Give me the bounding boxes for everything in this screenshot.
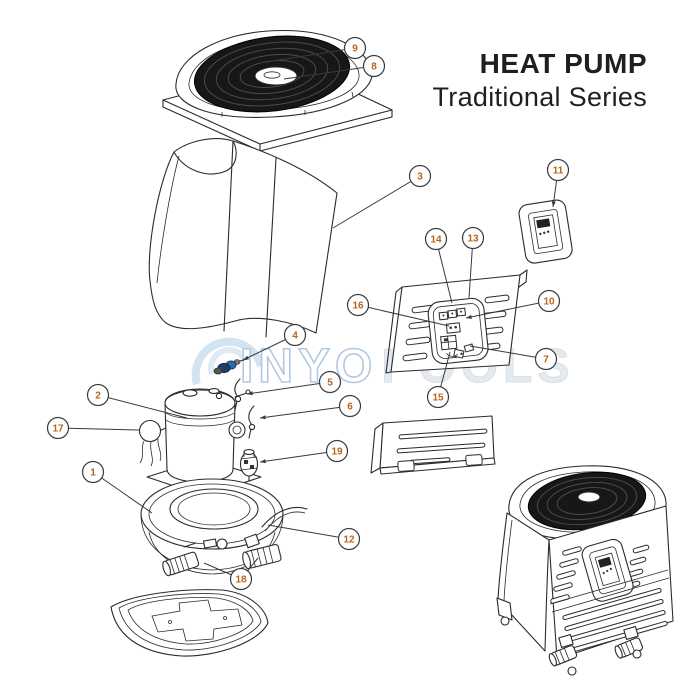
watermark-swirl-icon (191, 337, 265, 386)
callout-arrow-10 (466, 314, 472, 319)
callout-number-2: 2 (95, 391, 101, 402)
callout-number-1: 1 (90, 468, 96, 479)
base-pan-recess (151, 599, 243, 642)
callout-leader-12 (267, 524, 350, 540)
callout-leader-10 (465, 300, 550, 319)
callout-arrow-11 (551, 201, 556, 207)
contactor (445, 322, 461, 334)
callout-arrow-19 (260, 459, 266, 464)
callout-arrow-4 (243, 355, 249, 360)
unit-roller-left (567, 666, 577, 676)
part-6-tube (248, 405, 256, 439)
callout-arrow-5 (247, 391, 253, 396)
part-12-pipe (261, 506, 308, 528)
unit-keypad (581, 538, 634, 602)
watermark-swirl-icon-inner (207, 347, 249, 375)
callout-number-4: 4 (292, 331, 298, 342)
callout-leader-5 (246, 381, 331, 395)
electrical-box (427, 297, 489, 365)
callout-number-5: 5 (327, 378, 333, 389)
callout-number-14: 14 (430, 235, 442, 246)
union-fitting-right (242, 543, 282, 570)
callout-number-18: 18 (235, 575, 247, 586)
part-17-grommet (138, 419, 162, 467)
part-5-tube (234, 378, 242, 411)
callout-number-10: 10 (543, 297, 555, 308)
electrical-panel (385, 269, 528, 374)
callout-number-7: 7 (543, 355, 549, 366)
callout-number-19: 19 (331, 447, 343, 458)
callout-leader-6 (259, 405, 351, 419)
callout-2 (86, 383, 110, 407)
watermark-text-left: INYO (240, 340, 377, 393)
callout-15 (426, 385, 450, 409)
callout-number-12: 12 (343, 535, 355, 546)
callout-11 (546, 158, 570, 182)
cabinet-wrap-panel (148, 138, 338, 338)
title-line-2: Traditional Series (432, 82, 647, 112)
callout-16 (346, 293, 370, 317)
callout-5 (318, 370, 342, 394)
callout-4 (283, 323, 307, 347)
title-line-1: HEAT PUMP (479, 48, 647, 79)
compressor-assembly (146, 388, 262, 543)
callout-number-16: 16 (352, 301, 364, 312)
callout-6 (338, 394, 362, 418)
assembled-heat-pump (496, 465, 674, 676)
unit-roller-right (632, 649, 642, 659)
callout-8 (362, 54, 386, 78)
callout-number-17: 17 (52, 424, 64, 435)
unit-foot-left (496, 597, 513, 621)
lower-front-panel (370, 415, 496, 475)
callout-number-11: 11 (553, 166, 564, 177)
callout-leader-19 (259, 450, 338, 463)
callout-number-3: 3 (417, 172, 423, 183)
top-cover-assembly (162, 29, 393, 152)
callout-number-6: 6 (347, 402, 353, 413)
callout-leader-7 (469, 345, 547, 360)
unit-union-right (614, 637, 644, 659)
callout-12 (337, 527, 361, 551)
union-fitting-left (162, 551, 200, 577)
fan-hub (254, 66, 298, 86)
control-keypad (518, 199, 573, 264)
callout-leader-1 (92, 471, 153, 514)
unit-left-face (497, 512, 550, 652)
part-19-valve (239, 449, 259, 482)
callout-arrow-6 (260, 415, 266, 420)
callout-1 (81, 460, 105, 484)
callout-3 (408, 164, 432, 188)
heat-exchanger-assembly (140, 478, 308, 577)
callout-14 (424, 227, 448, 251)
unit-union-left (548, 645, 578, 667)
callout-number-8: 8 (371, 62, 377, 73)
compressor-fitting (228, 421, 246, 439)
callout-number-9: 9 (352, 44, 358, 55)
callout-18 (229, 567, 253, 591)
callout-number-15: 15 (432, 393, 444, 404)
callout-10 (537, 289, 561, 313)
callout-19 (325, 439, 349, 463)
callout-leader-2 (97, 394, 188, 419)
callout-leader-17 (57, 427, 140, 431)
keypad-display (536, 218, 551, 229)
callout-leader-16 (357, 304, 450, 327)
callout-number-13: 13 (467, 234, 479, 245)
callout-leader-3 (332, 175, 421, 229)
unit-fan-hub (577, 491, 601, 503)
base-pan (110, 589, 269, 657)
callout-leader-9 (259, 47, 356, 64)
callout-17 (46, 416, 70, 440)
page-title: HEAT PUMP Traditional Series (433, 46, 648, 115)
callout-leader-8 (283, 65, 375, 80)
watermark: INYOPOOLS (191, 337, 570, 394)
callout-13 (461, 226, 485, 250)
callout-9 (343, 36, 367, 60)
callout-7 (534, 347, 558, 371)
